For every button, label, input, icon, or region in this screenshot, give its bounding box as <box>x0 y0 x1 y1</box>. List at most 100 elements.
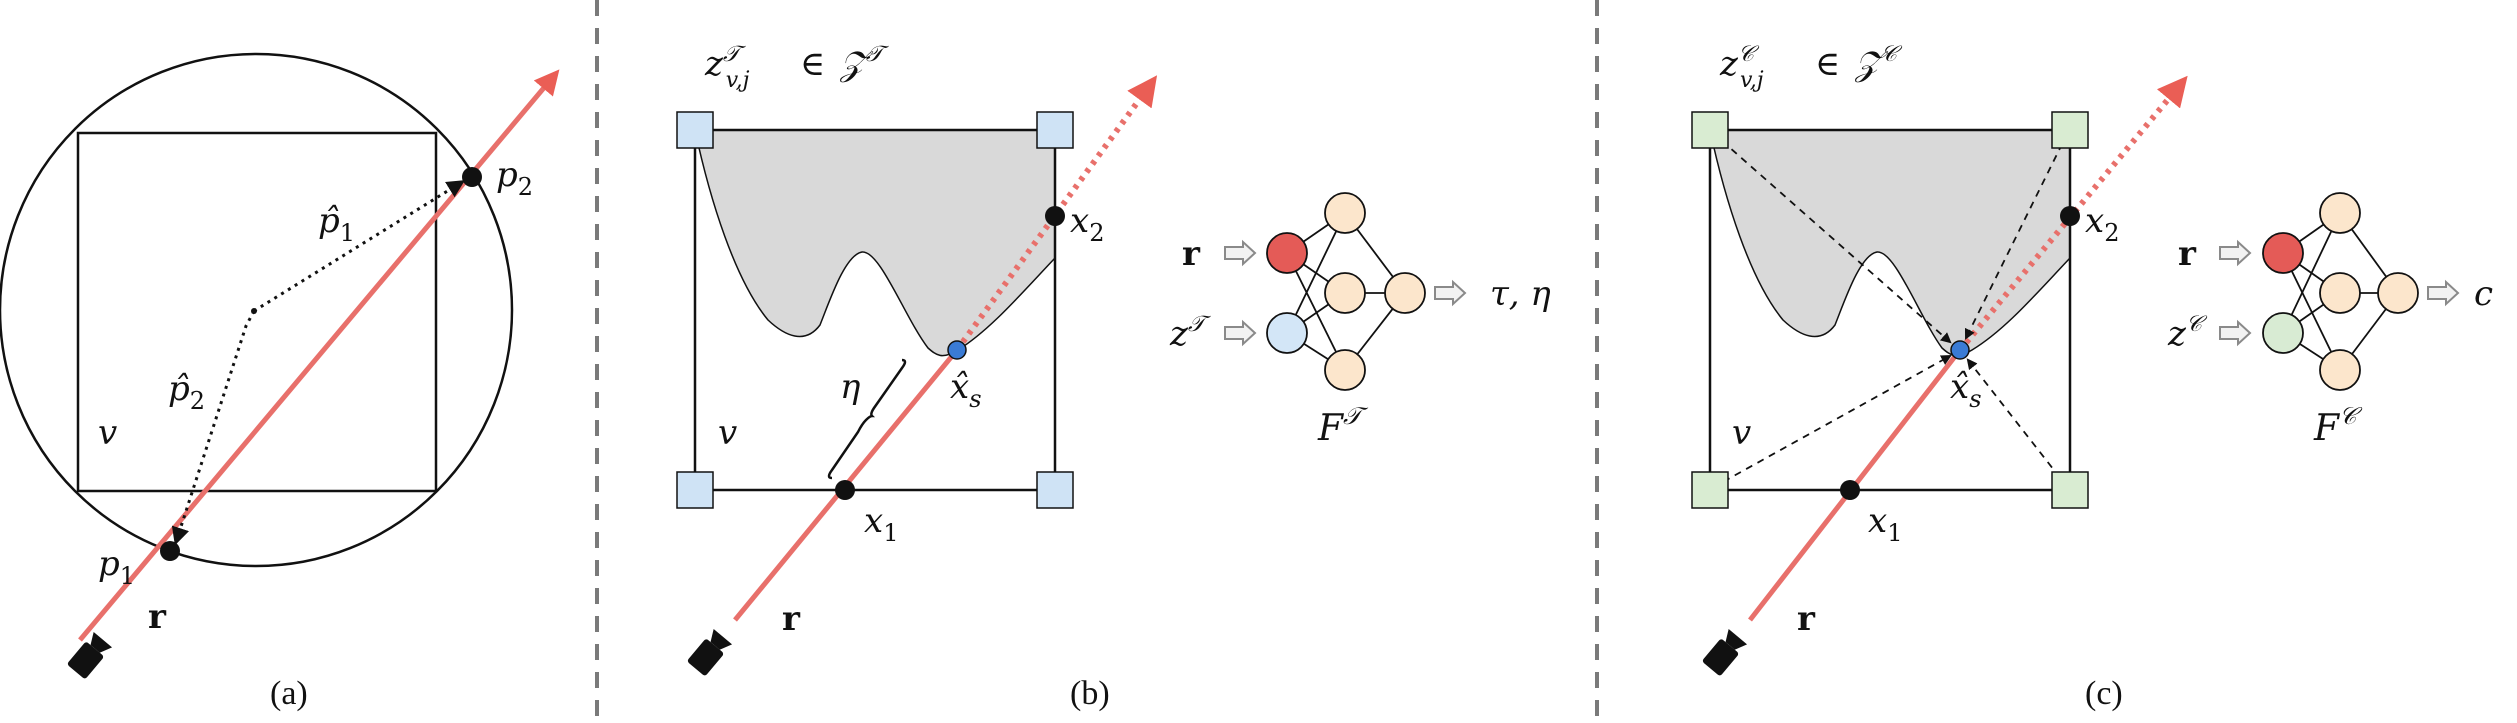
label-phat1: p̂ <box>318 201 340 241</box>
svg-text:x1: x1 <box>1868 501 1902 547</box>
label-z-sup: 𝒯 <box>723 42 747 67</box>
net-input-z: z <box>1169 314 1189 354</box>
point-x1 <box>835 480 855 500</box>
label-x2-sub: 2 <box>2104 219 2119 247</box>
corner-latent-br <box>2051 471 2089 509</box>
input-arrow-z <box>2219 321 2251 345</box>
caption-b: (b) <box>1070 675 1110 712</box>
label-eta: η <box>840 367 861 407</box>
caption-a: (a) <box>270 675 308 712</box>
label-z-sub: v,j <box>726 68 750 93</box>
label-phat2: p̂ <box>168 369 190 409</box>
label-xs: x̂ <box>1950 367 1969 407</box>
in-symbol: ∈ <box>800 44 825 84</box>
caption-c: (c) <box>2085 675 2123 712</box>
label-v: v <box>718 413 737 453</box>
label-p2-sub: 2 <box>518 173 533 201</box>
net-name: F <box>2313 408 2341 449</box>
svg-text:𝒵𝒞: 𝒵𝒞 <box>1854 42 1903 84</box>
interp-line-tl <box>1711 131 1952 344</box>
hidden-node-3 <box>2319 349 2361 391</box>
voxel-square <box>693 128 1057 492</box>
label-x1-sub: 1 <box>883 519 898 547</box>
output-node <box>1384 272 1426 314</box>
hidden-node-1 <box>2319 192 2361 234</box>
label-r: r <box>782 599 801 639</box>
net-name-sup: 𝒯 <box>1343 402 1369 430</box>
input-arrow-r <box>1224 241 1256 265</box>
svg-text:x̂s: x̂s <box>950 367 982 413</box>
normal-path-p2 <box>253 180 466 313</box>
net-output: τ, η <box>1490 274 1551 314</box>
svg-text:F𝒞: F𝒞 <box>2313 402 2363 449</box>
input-node-r <box>2262 232 2304 274</box>
label-p2: p <box>496 155 518 195</box>
network-ft: r z𝒯 τ, η F𝒯 <box>1169 192 1551 449</box>
input-node-r <box>1266 232 1308 274</box>
point-x1 <box>1840 480 1860 500</box>
label-x1-sub: 1 <box>1887 519 1902 547</box>
set-Z-sup: 𝒯 <box>866 42 890 67</box>
in-symbol: ∈ <box>1815 44 1840 84</box>
label-z-sub: v,j <box>1740 68 1764 93</box>
input-node-z <box>2262 312 2304 354</box>
eta-brace <box>827 358 907 480</box>
net-input-z: z <box>2167 314 2187 354</box>
set-Z-sup: 𝒞 <box>1881 42 1903 67</box>
svg-text:z𝒞: z𝒞 <box>2167 312 2208 354</box>
label-r: r <box>148 597 167 637</box>
surface-point <box>947 340 967 360</box>
camera-icon <box>66 631 113 680</box>
net-input-r: r <box>2178 234 2197 274</box>
label-z: z <box>1719 44 1739 84</box>
label-r: r <box>1797 599 1816 639</box>
net-name: F <box>1317 408 1345 449</box>
svg-text:p̂1: p̂1 <box>318 201 355 247</box>
label-x1: x <box>1868 501 1887 541</box>
svg-text:z𝒞v,j: z𝒞v,j <box>1719 42 1764 93</box>
network-fc: r z𝒞 c F𝒞 <box>2167 192 2493 449</box>
interp-line-br <box>1966 358 2069 489</box>
hidden-node-1 <box>1324 192 1366 234</box>
corner-latent-bl <box>1691 471 1729 509</box>
label-v: v <box>1732 413 1751 453</box>
output-arrow <box>2427 281 2459 305</box>
hidden-node-2 <box>2319 272 2361 314</box>
label-p1-sub: 1 <box>120 562 135 590</box>
label-x2: x <box>1070 201 1089 241</box>
voxel-square <box>1708 128 2072 492</box>
label-x2: x <box>2085 201 2104 241</box>
svg-text:𝒵𝒯: 𝒵𝒯 <box>839 42 890 84</box>
net-input-r: r <box>1182 234 1201 274</box>
input-node-z <box>1266 312 1308 354</box>
net-name-sup: 𝒞 <box>2339 402 2363 430</box>
svg-text:x2: x2 <box>1070 201 1104 247</box>
label-z: z <box>704 44 724 84</box>
point-x2 <box>2060 206 2080 226</box>
ray-line <box>78 69 560 642</box>
label-phat2-sub: 2 <box>190 387 205 415</box>
corner-latent-br <box>1036 471 1074 509</box>
svg-text:F𝒯: F𝒯 <box>1317 402 1369 449</box>
camera-icon <box>1701 628 1748 677</box>
label-x1: x <box>864 501 883 541</box>
label-z-sup: 𝒞 <box>1738 42 1760 67</box>
svg-text:z𝒯: z𝒯 <box>1169 312 1212 354</box>
point-p2 <box>462 167 482 187</box>
input-arrow-z <box>1224 321 1256 345</box>
label-p1: p <box>98 544 120 584</box>
label-xs-sub: s <box>1969 385 1981 413</box>
hidden-node-3 <box>1324 349 1366 391</box>
corner-latent-bl <box>676 471 714 509</box>
point-x2 <box>1045 206 1065 226</box>
svg-text:x1: x1 <box>864 501 898 547</box>
output-node <box>2377 272 2419 314</box>
camera-icon <box>686 628 733 677</box>
surface-region <box>1709 129 2071 357</box>
svg-text:x2: x2 <box>2085 201 2119 247</box>
label-xs: x̂ <box>950 367 969 407</box>
center-dot <box>251 308 257 314</box>
input-arrow-r <box>2219 241 2251 265</box>
